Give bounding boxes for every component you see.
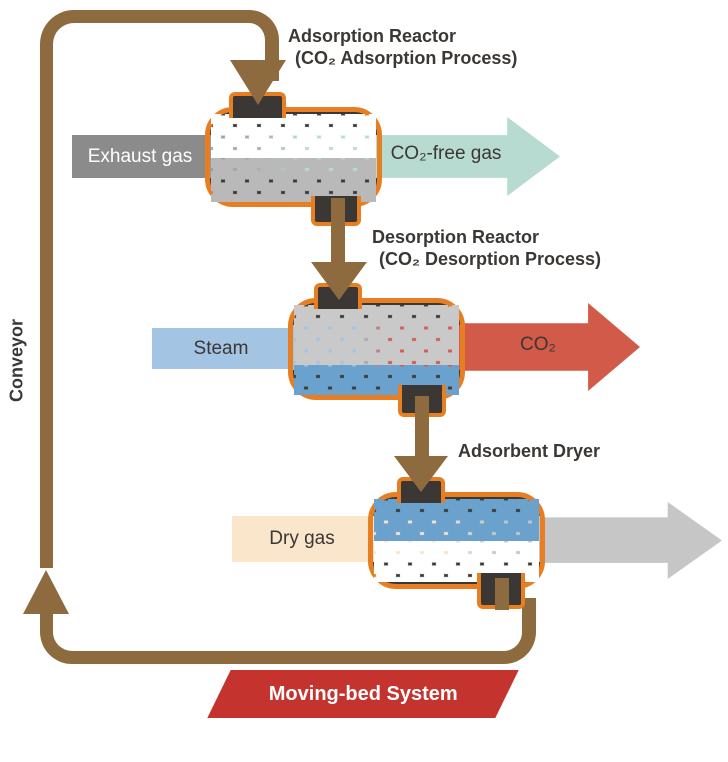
dryer-title-line1: Adsorbent Dryer (458, 441, 601, 461)
desorption-reactor-title: Desorption Reactor (CO₂ Desorption Proce… (372, 226, 601, 270)
conveyor-up-arrow-icon (23, 570, 69, 614)
steam-band: Steam (152, 328, 290, 369)
desorption-title-line1: Desorption Reactor (372, 227, 540, 247)
adsorbent-dryer-tank (368, 492, 545, 589)
conveyor-pipe-1-2 (331, 198, 345, 268)
desorption-title-line2: (CO₂ Desorption Process) (379, 249, 602, 269)
adsorption-reactor-tank (205, 107, 382, 207)
adsorbent-dryer-title: Adsorbent Dryer (458, 440, 600, 462)
exhaust-gas-label: Exhaust gas (87, 145, 193, 167)
conveyor-pipe-bottom (40, 598, 536, 664)
conveyor-label: Conveyor (6, 318, 27, 402)
steam-label: Steam (193, 337, 249, 359)
dryer-outlet-arrow-icon (541, 502, 722, 579)
co2-free-gas-label: CO₂-free gas (390, 143, 502, 164)
conveyor-pipe-dryer-out (495, 578, 509, 610)
adsorption-title-line1: Adsorption Reactor (288, 26, 457, 46)
conveyor-pipe-top-left (40, 10, 248, 568)
adsorbent-beads-blue (374, 499, 539, 541)
dry-gas-label: Dry gas (269, 528, 335, 549)
co2-label: CO₂ (520, 334, 556, 355)
adsorption-title-line2: (CO₂ Adsorption Process) (295, 48, 518, 68)
conveyor-pipe-2-3 (415, 396, 429, 462)
adsorbent-beads-gray (294, 305, 459, 365)
adsorption-reactor-title: Adsorption Reactor (CO₂ Adsorption Proce… (288, 25, 517, 69)
moving-bed-system-banner: Moving-bed System (207, 670, 519, 718)
adsorbent-beads-white (211, 114, 376, 158)
dry-gas-band: Dry gas (232, 516, 372, 562)
adsorbent-beads-gray (211, 158, 376, 202)
exhaust-gas-band: Exhaust gas (72, 135, 208, 178)
banner-label: Moving-bed System (268, 682, 458, 705)
